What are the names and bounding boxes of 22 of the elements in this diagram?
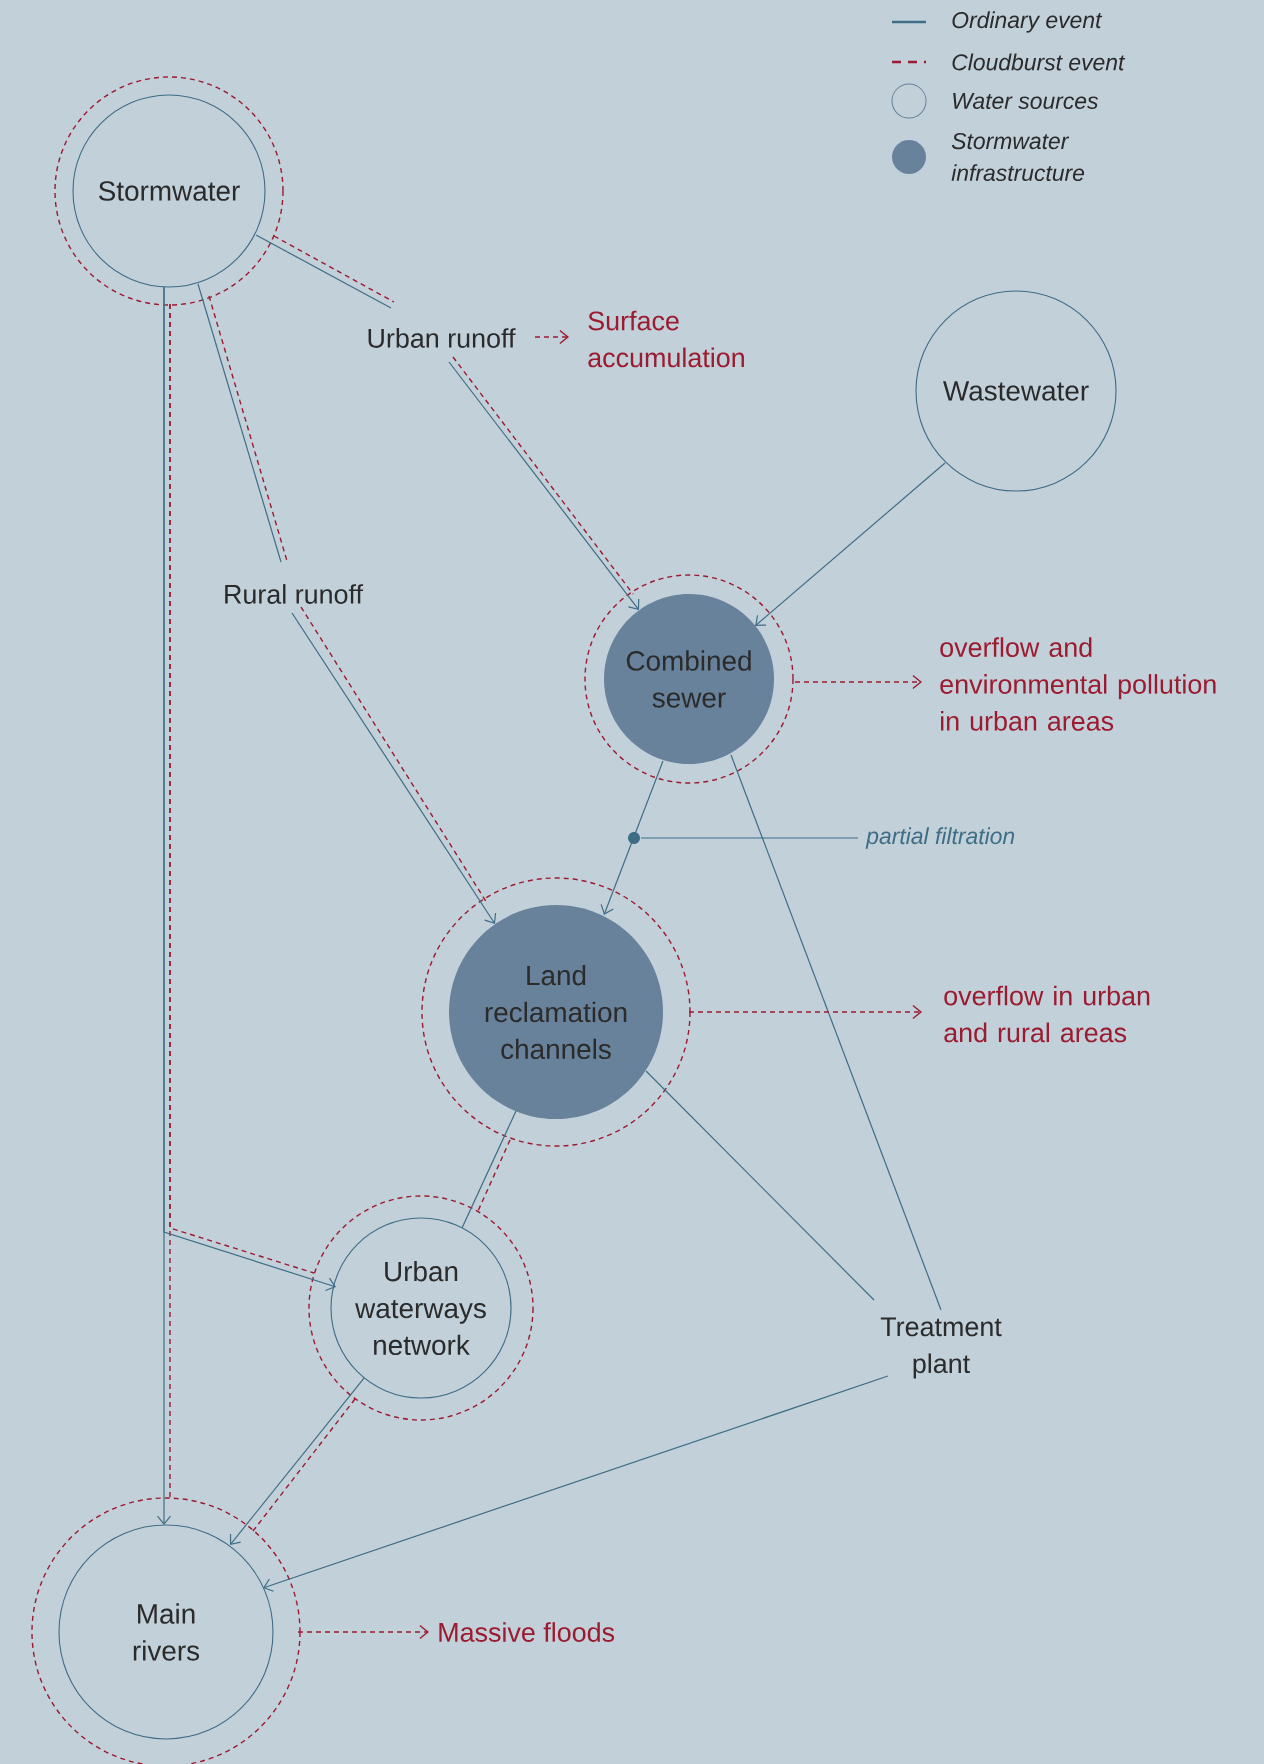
arrow xyxy=(688,1004,922,1020)
outcome-text: Massive floods xyxy=(439,1622,615,1642)
flow-label: Treatment plant xyxy=(880,1317,1002,1379)
outcome-text: overflow and environmental pollution in urban areas xyxy=(940,637,1216,731)
arrow xyxy=(534,329,569,345)
legend-label: Cloudburst event xyxy=(952,53,1126,71)
arrow xyxy=(297,1624,429,1640)
outcome-text: overflow in urban and rural areas xyxy=(944,985,1150,1043)
arrow xyxy=(163,286,336,1292)
outcome-text: Surface accumulation xyxy=(588,310,744,368)
legend-label: Water sources xyxy=(953,93,1098,109)
arrow xyxy=(755,462,946,626)
arrow xyxy=(291,612,497,924)
legend-label: Stormwater infrastructure xyxy=(951,132,1085,182)
annotation-text: partial filtration xyxy=(865,827,1015,849)
arrow xyxy=(263,1375,889,1592)
arrow xyxy=(794,674,922,690)
flow-label: Rural runoff xyxy=(225,584,364,604)
arrow xyxy=(600,760,664,915)
arrow xyxy=(229,1377,365,1546)
legend-label: Ordinary event xyxy=(952,11,1103,33)
flow-label: Urban runoff xyxy=(368,328,516,348)
